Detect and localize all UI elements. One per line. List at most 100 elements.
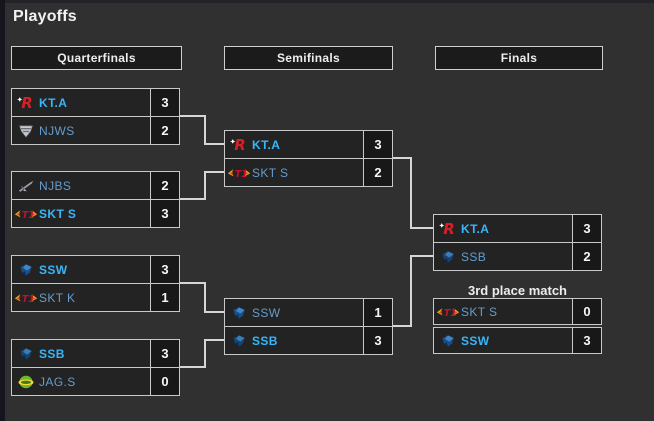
team-name[interactable]: KT.A (461, 221, 490, 236)
team-score: 0 (572, 299, 601, 324)
match-row: R KT.A 3 (12, 89, 179, 116)
team-name[interactable]: NJWS (39, 123, 75, 138)
match-quarterfinal-2: NJBS 2 T1 SKT S 3 (11, 171, 180, 228)
column-header-semifinals: Semifinals (224, 46, 393, 70)
ssb-logo-icon (434, 249, 461, 265)
team-score: 1 (363, 299, 392, 326)
match-row: SSB 3 (225, 326, 392, 354)
match-row: SSW 3 (434, 328, 601, 353)
top-edge-divider (0, 0, 654, 3)
match-row: T1 SKT S 3 (12, 199, 179, 227)
team-name[interactable]: SSB (252, 333, 278, 348)
team-score: 0 (150, 368, 179, 395)
team-score: 3 (150, 340, 179, 367)
team-score: 3 (150, 89, 179, 116)
team-name[interactable]: SSW (461, 333, 490, 348)
third-place-label: 3rd place match (468, 283, 567, 298)
team-name[interactable]: KT.A (252, 137, 281, 152)
bracket-connector (204, 143, 224, 145)
bracket-connector (204, 171, 224, 173)
team-name[interactable]: KT.A (39, 95, 68, 110)
bracket-connector (180, 198, 206, 200)
team-score: 3 (150, 200, 179, 227)
bracket-connector (204, 115, 206, 145)
jag-logo-icon (12, 374, 39, 390)
match-row: T1 SKT S 0 (434, 299, 601, 324)
bracket-connector (204, 339, 206, 368)
bracket-connector (180, 366, 206, 368)
kta-logo-icon: R (12, 94, 39, 111)
team-name[interactable]: SKT S (461, 304, 498, 319)
svg-text:R: R (21, 95, 32, 111)
team-name[interactable]: JAG.S (39, 374, 76, 389)
team-name[interactable]: SSB (39, 346, 65, 361)
kta-logo-icon: R (434, 220, 461, 237)
match-quarterfinal-4: SSB 3 JAG.S 0 (11, 339, 180, 396)
page-title: Playoffs (13, 8, 77, 25)
match-quarterfinal-3: SSW 3 T1 SKT K 1 (11, 255, 180, 312)
bracket-connector (204, 171, 206, 200)
svg-text:R: R (443, 221, 454, 237)
bracket-connector (410, 227, 433, 229)
bracket-connector (204, 339, 224, 341)
match-quarterfinal-1: R KT.A 3 NJWS 2 (11, 88, 180, 145)
match-row: SSW 1 (225, 299, 392, 326)
team-score: 3 (572, 215, 601, 242)
match-semifinal-1: R KT.A 3 T1 SKT S 2 (224, 130, 393, 187)
team-score: 3 (150, 256, 179, 283)
match-third-place-row-2: SSW 3 (433, 327, 602, 354)
ssw-logo-icon (12, 262, 39, 278)
njbs-logo-icon (12, 178, 39, 194)
team-score: 1 (150, 284, 179, 311)
bracket-connector (204, 311, 224, 313)
column-header-quarterfinals: Quarterfinals (11, 46, 182, 70)
njws-logo-icon (12, 123, 39, 139)
team-name[interactable]: SSW (39, 262, 68, 277)
match-row: NJWS 2 (12, 116, 179, 144)
team-score: 2 (150, 117, 179, 144)
match-row: SSB 2 (434, 242, 601, 270)
ssb-logo-icon (12, 346, 39, 362)
team-name[interactable]: SSW (252, 305, 281, 320)
skt-logo-icon: T1 (12, 206, 39, 222)
match-row: R KT.A 3 (434, 215, 601, 242)
team-name[interactable]: SKT S (39, 206, 77, 221)
match-final: R KT.A 3 SSB 2 (433, 214, 602, 271)
team-score: 3 (363, 131, 392, 158)
kta-logo-icon: R (225, 136, 252, 153)
ssb-logo-icon (225, 333, 252, 349)
bracket-connector (392, 325, 412, 327)
team-name[interactable]: SSB (461, 249, 487, 264)
bracket-connector (410, 255, 412, 327)
bracket-connector (180, 115, 206, 117)
match-row: NJBS 2 (12, 172, 179, 199)
team-score: 2 (363, 159, 392, 186)
team-name[interactable]: NJBS (39, 178, 72, 193)
svg-text:T1: T1 (21, 209, 34, 220)
match-row: T1 SKT K 1 (12, 283, 179, 311)
svg-text:R: R (234, 137, 245, 153)
left-edge-divider (0, 0, 5, 421)
bracket-connector (410, 157, 412, 229)
team-score: 2 (572, 243, 601, 270)
match-row: T1 SKT S 2 (225, 158, 392, 186)
match-row: SSW 3 (12, 256, 179, 283)
bracket-connector (180, 282, 206, 284)
ssw-logo-icon (434, 333, 461, 349)
team-name[interactable]: SKT K (39, 290, 76, 305)
team-name[interactable]: SKT S (252, 165, 289, 180)
match-row: R KT.A 3 (225, 131, 392, 158)
match-row: SSB 3 (12, 340, 179, 367)
svg-text:T1: T1 (234, 168, 247, 179)
skt-logo-icon: T1 (12, 290, 39, 306)
ssw-logo-icon (225, 305, 252, 321)
team-score: 3 (363, 327, 392, 354)
match-row: JAG.S 0 (12, 367, 179, 395)
svg-text:T1: T1 (443, 307, 456, 318)
bracket-connector (410, 255, 433, 257)
match-third-place-row-1: T1 SKT S 0 (433, 298, 602, 325)
skt-logo-icon: T1 (225, 165, 252, 181)
skt-logo-icon: T1 (434, 304, 461, 320)
svg-text:T1: T1 (21, 293, 34, 304)
